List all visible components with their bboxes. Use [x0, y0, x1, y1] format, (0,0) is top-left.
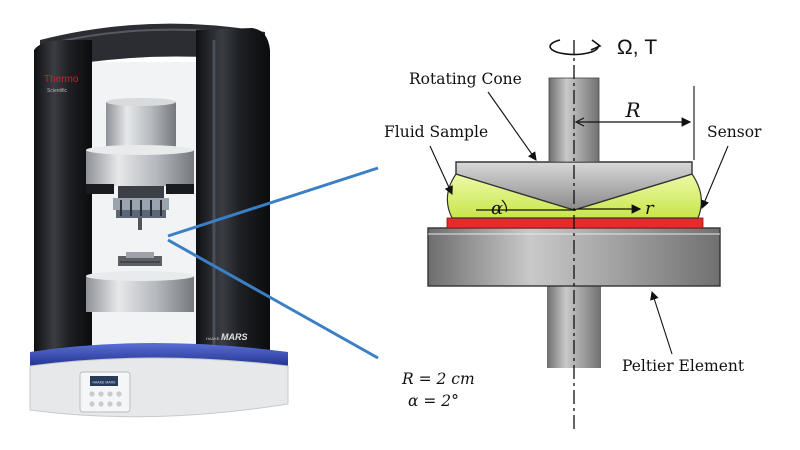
rotor-assembly — [113, 186, 169, 230]
leader-rotating-cone — [487, 91, 537, 161]
temperature-module — [86, 276, 194, 312]
brand-logo: Thermo — [44, 74, 79, 85]
panel-button[interactable] — [116, 391, 122, 397]
left-column — [34, 40, 92, 362]
display-text: HAAKE MARS — [93, 381, 117, 385]
leader-sensor — [700, 145, 729, 210]
radial-label: r — [645, 198, 655, 219]
label-rotating-cone: Rotating Cone — [409, 70, 522, 88]
leader-peltier — [650, 290, 673, 355]
panel-button[interactable] — [107, 401, 113, 407]
crosshead — [86, 150, 194, 186]
panel-button[interactable] — [107, 391, 113, 397]
zoom-line-upper — [167, 166, 379, 238]
angle-label: α — [491, 198, 503, 219]
rotation-arrow-icon — [549, 39, 602, 56]
measuring-head — [106, 102, 176, 152]
leader-fluid-sample — [429, 145, 453, 195]
zoom-line-lower — [167, 238, 379, 360]
panel-button[interactable] — [98, 391, 104, 397]
right-column — [196, 28, 270, 362]
rotation-label: Ω, T — [617, 36, 657, 59]
panel-button[interactable] — [116, 401, 122, 407]
lower-plate — [118, 252, 162, 266]
base-unit — [29, 357, 289, 418]
brand-subtitle: Scientific — [47, 88, 68, 94]
radius-label: R — [624, 98, 640, 122]
panel-button[interactable] — [89, 391, 95, 397]
model-prefix: HAAKE — [206, 336, 220, 341]
label-peltier-element: Peltier Element — [622, 357, 745, 375]
param-radius: R = 2 cm — [401, 370, 475, 388]
base-plate — [30, 343, 288, 368]
display-screen — [90, 376, 118, 386]
label-fluid-sample: Fluid Sample — [384, 123, 488, 141]
cone-plate-schematic: Ω, T R α r Rotating Cone Fluid Sample Se… — [384, 36, 762, 430]
label-sensor: Sensor — [707, 123, 762, 141]
control-panel: HAAKE MARS — [79, 371, 131, 413]
panel-button[interactable] — [98, 401, 104, 407]
rheometer-instrument: Thermo Scientific — [29, 23, 289, 418]
model-name: MARS — [221, 332, 248, 342]
panel-button[interactable] — [89, 401, 95, 407]
sensor-plate — [446, 217, 704, 229]
param-angle: α = 2° — [408, 392, 459, 410]
